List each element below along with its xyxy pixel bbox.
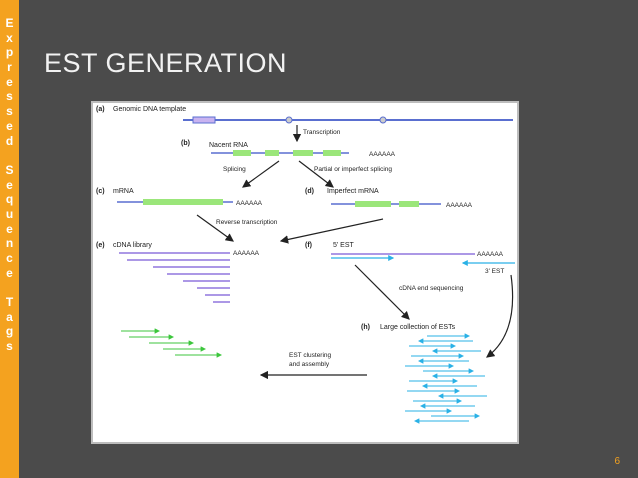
genomic-dna-text: Genomic DNA template (113, 106, 186, 113)
transcription-text: Transcription (303, 129, 341, 136)
nascent-poly-a: AAAAAA (369, 151, 396, 158)
side-title-letter: s (6, 104, 13, 119)
label-d: (d) (305, 188, 314, 195)
splicing-arrow (242, 160, 280, 188)
label-c: (c) (96, 188, 105, 195)
side-title-letter: u (5, 206, 14, 221)
side-title-letter: e (6, 221, 13, 236)
side-title-letter (8, 280, 11, 295)
partial-splicing-arrow (298, 160, 334, 188)
dna-marker-2 (379, 116, 387, 124)
exon-2 (265, 150, 279, 156)
label-e: (e) (96, 242, 105, 249)
side-title-letter: s (6, 339, 13, 354)
dna-marker-1 (285, 116, 293, 124)
imperfect-poly-a: AAAAAA (446, 202, 473, 209)
est-collection-text: Large collection of ESTs (380, 324, 456, 331)
clustering-text-2: and assembly (289, 361, 330, 368)
est-diagram: (a) Genomic DNA template Transcription (… (96, 106, 515, 424)
imperfect-exon-2 (399, 201, 419, 207)
imperfect-exon-1 (355, 201, 391, 207)
assembled-contig-arrows (121, 328, 223, 358)
side-title-letter: e (6, 265, 13, 280)
exon-3 (293, 150, 313, 156)
side-title-letter: e (6, 177, 13, 192)
est-figure: (a) Genomic DNA template Transcription (… (91, 101, 519, 444)
side-title-letter: e (6, 74, 13, 89)
side-title-letter: g (5, 324, 14, 339)
rt-arrow-right (279, 218, 384, 244)
side-title-letter: E (5, 16, 14, 30)
clustering-text-1: EST clustering (289, 352, 332, 359)
exon-1 (233, 150, 251, 156)
three-prime-est-text: 3' EST (485, 268, 504, 275)
label-f: (f) (305, 242, 312, 249)
mrna-exons (143, 199, 223, 205)
three-prime-sequencing-arrow (486, 274, 514, 358)
label-b: (b) (181, 140, 190, 147)
side-title-letter: T (5, 295, 14, 310)
imperfect-mrna-text: Imperfect mRNA (327, 188, 379, 195)
side-title-letter: r (7, 60, 12, 75)
side-title-letter (8, 148, 11, 163)
exon-4 (323, 150, 341, 156)
side-title-letter: d (5, 133, 14, 148)
side-title-letter: n (5, 236, 14, 251)
page-number: 6 (614, 456, 620, 467)
sequencing-arrow (354, 264, 410, 320)
cdna-library-text: cDNA library (113, 242, 152, 249)
label-h: (h) (361, 324, 370, 331)
five-prime-est-text: 5' EST (333, 242, 355, 249)
sidebar-bar (0, 0, 19, 478)
side-title-letter: e (6, 118, 13, 133)
slide-title: EST GENERATION (44, 48, 288, 78)
mrna-text: mRNA (113, 188, 134, 195)
side-title-letter: q (5, 192, 14, 207)
est-collection-arrows (405, 333, 487, 424)
side-title-letter: s (6, 89, 13, 104)
cdna-sequencing-text: cDNA end sequencing (399, 285, 464, 292)
label-a: (a) (96, 106, 105, 113)
mrna-poly-a: AAAAAA (236, 200, 263, 207)
rt-arrow-left (196, 214, 234, 242)
promoter-box (192, 116, 216, 124)
splicing-text: Splicing (223, 166, 246, 173)
side-title-letter: a (6, 309, 13, 324)
side-title-letter: p (5, 45, 14, 60)
f-poly-a: AAAAAA (477, 251, 504, 258)
nascent-rna-text: Nacent RNA (209, 142, 248, 149)
partial-splicing-text: Partial or imperfect splicing (314, 166, 392, 173)
reverse-transcription-text: Reverse transcription (216, 219, 278, 226)
side-title-letter: c (6, 251, 13, 265)
cdna-poly-a: AAAAAA (233, 250, 260, 257)
side-title-letter: x (6, 30, 13, 45)
side-title-letter: S (5, 162, 14, 177)
